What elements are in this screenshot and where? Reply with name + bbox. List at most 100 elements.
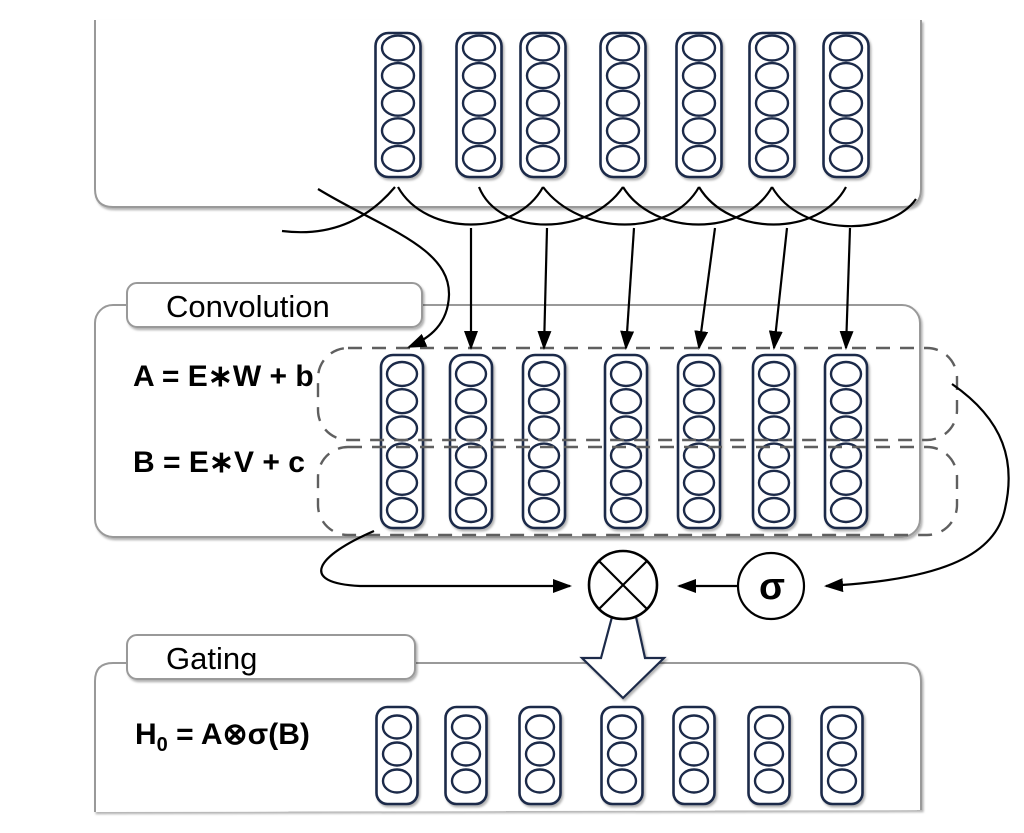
- cell-circle: [461, 89, 497, 117]
- cell-circle: [828, 144, 864, 173]
- cell-circle: [385, 388, 419, 415]
- cell-circle: [681, 144, 717, 173]
- cell-circle: [605, 34, 641, 62]
- cell-circle: [757, 469, 791, 496]
- gated-output-vector-columns: [375, 705, 864, 806]
- cell-circle: [829, 388, 863, 415]
- cell-circle: [678, 768, 710, 794]
- cell-circle: [385, 360, 419, 388]
- vector-column: [603, 353, 649, 530]
- cell-circle: [828, 34, 864, 62]
- cell-circle: [754, 144, 790, 173]
- cell-circle: [450, 714, 482, 740]
- cell-circle: [609, 496, 643, 524]
- cell-circle: [682, 469, 716, 496]
- cell-circle: [754, 34, 790, 62]
- cell-circle: [605, 144, 641, 173]
- cell-circle: [454, 415, 488, 442]
- vector-column: [519, 31, 567, 179]
- formula-H-base: H: [135, 718, 157, 751]
- window-arc: [281, 186, 396, 234]
- cell-circle: [524, 714, 556, 740]
- cell-circle: [527, 496, 561, 524]
- convolution-tab: [126, 282, 423, 328]
- A-dashed-box: [316, 346, 959, 442]
- window-arc: [477, 186, 624, 226]
- cell-circle: [527, 442, 561, 469]
- vector-column: [448, 353, 494, 530]
- window-arc: [622, 186, 773, 226]
- cell-circle: [606, 768, 638, 794]
- cell-circle: [826, 768, 858, 794]
- cell-circle: [681, 61, 717, 90]
- cell-circle: [757, 442, 791, 469]
- cell-circle: [527, 415, 561, 442]
- cell-circle: [829, 442, 863, 469]
- vector-column: [676, 353, 722, 530]
- cell-circle: [380, 34, 416, 62]
- window-arc: [698, 186, 847, 226]
- cell-circle: [678, 741, 710, 767]
- conv-arrow-curved: [317, 188, 451, 349]
- vector-column: [444, 705, 488, 806]
- cell-circle: [606, 714, 638, 740]
- cell-circle: [380, 144, 416, 173]
- formula-A: A = E∗W + b: [133, 360, 314, 393]
- cell-circle: [754, 89, 790, 117]
- cell-circle: [385, 469, 419, 496]
- cell-circle: [829, 496, 863, 524]
- cell-circle: [461, 144, 497, 173]
- cell-circle: [525, 61, 561, 90]
- cell-circle: [757, 415, 791, 442]
- cell-circle: [829, 360, 863, 388]
- window-arc: [542, 186, 700, 226]
- vector-column: [748, 31, 796, 179]
- vector-column: [600, 705, 644, 806]
- cell-circle: [757, 388, 791, 415]
- input-vector-columns: [374, 31, 870, 179]
- cell-circle: [682, 360, 716, 388]
- cell-circle: [682, 496, 716, 524]
- vector-column: [379, 353, 425, 530]
- vector-column: [822, 31, 870, 179]
- cell-circle: [826, 714, 858, 740]
- formula-H-sub: 0: [157, 734, 168, 756]
- cell-circle: [524, 768, 556, 794]
- cell-circle: [527, 388, 561, 415]
- cell-circle: [524, 741, 556, 767]
- conv-arrow: [839, 227, 854, 350]
- cell-circle: [757, 360, 791, 388]
- cell-circle: [828, 117, 864, 145]
- sigma-symbol: σ: [759, 566, 785, 608]
- window-arc: [771, 186, 917, 228]
- cell-circle: [385, 496, 419, 524]
- cell-circle: [605, 117, 641, 145]
- vector-column: [751, 353, 797, 530]
- cell-circle: [381, 714, 413, 740]
- cell-circle: [828, 61, 864, 90]
- cell-circle: [682, 388, 716, 415]
- cell-circle: [385, 415, 419, 442]
- cell-circle: [757, 496, 791, 524]
- cell-circle: [454, 360, 488, 388]
- cell-circle: [454, 388, 488, 415]
- cell-circle: [828, 89, 864, 117]
- elementwise-product-icon: [587, 549, 659, 621]
- cell-circle: [609, 469, 643, 496]
- cell-circle: [525, 34, 561, 62]
- formula-B: B = E∗V + c: [133, 446, 305, 479]
- cell-circle: [606, 741, 638, 767]
- cell-circle: [527, 360, 561, 388]
- vector-column: [518, 705, 562, 806]
- cell-circle: [681, 89, 717, 117]
- conv-arrow: [768, 227, 789, 350]
- cell-circle: [381, 768, 413, 794]
- cell-circle: [381, 741, 413, 767]
- cell-circle: [609, 415, 643, 442]
- vector-column: [455, 31, 503, 179]
- cell-circle: [454, 496, 488, 524]
- cell-circle: [454, 442, 488, 469]
- convolution-label: Convolution: [166, 289, 330, 324]
- conv-output-vector-columns: [379, 353, 869, 530]
